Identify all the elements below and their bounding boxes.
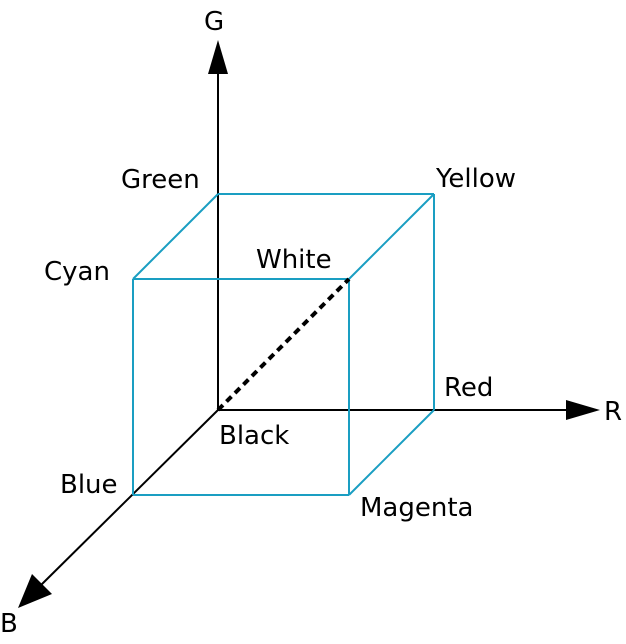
vertex-label-red: Red: [444, 373, 493, 403]
vertex-label-yellow: Yellow: [435, 164, 516, 194]
vertex-label-blue: Blue: [60, 470, 118, 500]
b-axis-label: B: [0, 609, 18, 639]
edge-yellow-white: [348, 193, 435, 280]
g-axis-label: G: [204, 7, 224, 37]
g-axis-arrowhead: [208, 40, 228, 74]
vertex-label-black: Black: [219, 421, 289, 451]
vertex-label-white: White: [256, 245, 332, 275]
b-axis-line: [37, 409, 219, 589]
b-axis-arrowhead: [18, 574, 52, 608]
vertex-label-green: Green: [121, 165, 200, 195]
edge-red-magenta: [348, 409, 435, 496]
r-axis-label: R: [604, 397, 622, 427]
black-white-diagonal: [216, 277, 351, 412]
r-axis-arrowhead: [566, 400, 600, 420]
edge-green-cyan: [132, 193, 219, 280]
vertex-label-cyan: Cyan: [44, 257, 110, 287]
vertex-label-magenta: Magenta: [360, 493, 473, 523]
